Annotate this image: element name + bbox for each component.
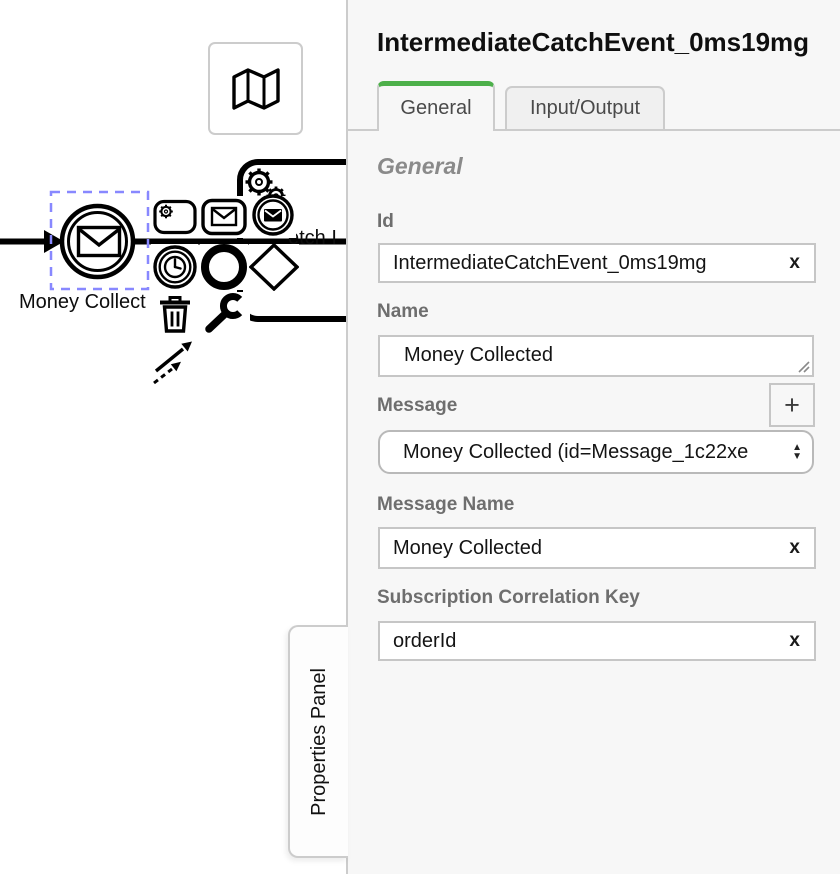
clear-icon[interactable]: x [789, 630, 800, 651]
properties-panel: IntermediateCatchEvent_0ms19mg General I… [346, 0, 840, 874]
tab-input-output-label: Input/Output [529, 97, 641, 119]
message-name-label: Message Name [377, 494, 515, 515]
message-name-input-value[interactable] [380, 536, 784, 560]
panel-title: IntermediateCatchEvent_0ms19mg [377, 27, 810, 57]
wrench-icon [205, 293, 243, 333]
context-pad-append-task[interactable] [151, 196, 198, 238]
bpmn-canvas[interactable]: Money Collect etch I [0, 0, 346, 874]
message-label: Message [377, 395, 458, 416]
subscription-correlation-key-label: Subscription Correlation Key [377, 587, 640, 608]
name-textarea-value[interactable]: Money Collected [380, 337, 812, 375]
add-message-button[interactable]: + [769, 383, 815, 427]
context-pad-change-type[interactable] [200, 292, 250, 334]
message-catch-event-shape[interactable] [59, 203, 136, 280]
subscription-correlation-key-input[interactable]: x [378, 621, 816, 661]
plus-icon: + [784, 389, 800, 420]
section-heading: General [377, 153, 463, 179]
properties-panel-toggle-label: Properties Panel [307, 667, 330, 816]
envelope-icon [76, 225, 122, 258]
name-label: Name [377, 301, 429, 322]
trash-icon [160, 296, 190, 333]
map-icon [231, 67, 280, 110]
tab-general[interactable]: General [377, 81, 495, 131]
envelope-task-icon [201, 198, 247, 236]
subscription-correlation-key-input-value[interactable] [380, 629, 784, 653]
task-label-fragment: etch I [288, 227, 337, 249]
id-label: Id [377, 211, 394, 232]
task-gear-icon [152, 199, 197, 235]
gateway-icon [249, 243, 299, 291]
resize-grip-icon[interactable] [797, 360, 810, 373]
clear-icon[interactable]: x [789, 252, 800, 273]
context-pad-append-receive-task[interactable] [200, 196, 248, 238]
context-pad-append-timer-event[interactable] [151, 244, 198, 290]
context-pad-delete[interactable] [153, 292, 197, 336]
message-catch-event-icon [251, 194, 294, 236]
timer-event-icon [152, 245, 197, 289]
select-spinner-icon: ▲ ▼ [792, 442, 802, 462]
connect-arrows-icon [153, 341, 192, 385]
tab-input-output[interactable]: Input/Output [505, 86, 665, 129]
message-select[interactable]: Money Collected (id=Message_1c22xe ▲ ▼ [378, 430, 814, 474]
id-input[interactable]: x [378, 243, 816, 283]
clear-icon[interactable]: x [789, 537, 800, 558]
selection-outline [49, 190, 150, 291]
context-pad-append-gateway[interactable] [249, 243, 299, 291]
id-input-value[interactable] [380, 251, 784, 275]
message-name-input[interactable]: x [378, 527, 816, 569]
event-label: Money Collect [19, 291, 146, 313]
tab-general-label: General [400, 97, 472, 119]
context-pad-append-end-event[interactable] [200, 244, 248, 290]
name-textarea[interactable]: Money Collected [378, 335, 814, 377]
minimap-toggle-button[interactable] [208, 42, 303, 135]
context-pad-connect[interactable] [151, 338, 203, 385]
tabbar-divider [348, 129, 840, 131]
end-event-icon [201, 244, 247, 290]
sequence-flow-incoming[interactable] [0, 230, 64, 253]
message-select-value: Money Collected (id=Message_1c22xe [403, 440, 749, 463]
context-pad-append-message-catch-event[interactable] [249, 194, 296, 238]
properties-panel-toggle[interactable]: Properties Panel [288, 625, 348, 858]
